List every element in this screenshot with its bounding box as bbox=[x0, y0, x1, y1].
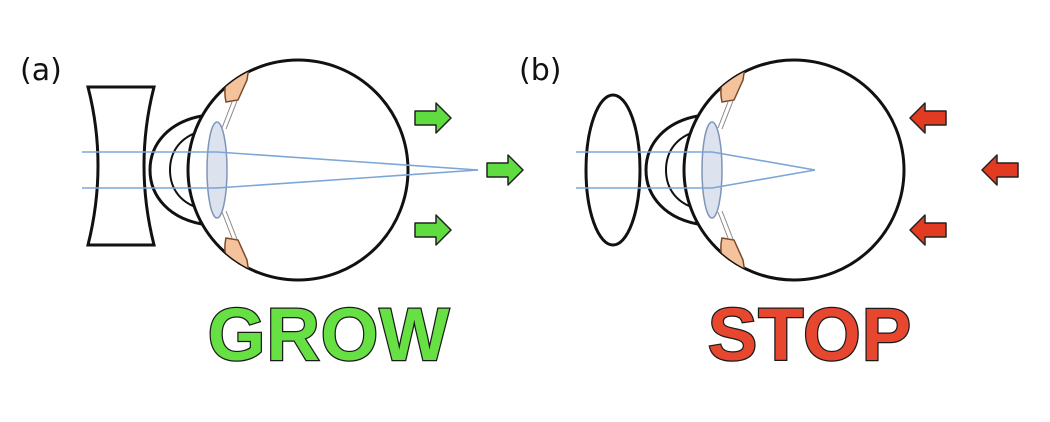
growth-arrow-icon bbox=[414, 214, 452, 246]
growth-arrow-icon bbox=[486, 154, 524, 186]
ray-lower-focus bbox=[711, 169, 816, 189]
panel-b: (b) STOP bbox=[519, 53, 1019, 377]
zonule-bottom bbox=[221, 210, 238, 240]
stop-word: STOP bbox=[708, 293, 912, 376]
ray-upper-focus bbox=[711, 151, 816, 171]
eyeball bbox=[186, 58, 410, 282]
crystalline-lens bbox=[701, 121, 723, 219]
growth-arrow-icon bbox=[414, 102, 452, 134]
zonule-bottom bbox=[717, 210, 734, 240]
panel-a-label: (a) bbox=[20, 53, 62, 88]
stop-arrow-icon bbox=[909, 214, 947, 246]
grow-word: GROW bbox=[208, 293, 450, 376]
stop-arrow-icon bbox=[981, 154, 1019, 186]
panel-b-label: (b) bbox=[519, 53, 561, 88]
ray-lower-focus bbox=[216, 169, 479, 189]
convex-lens bbox=[584, 93, 642, 247]
panel-a: (a) GROW bbox=[20, 53, 524, 377]
eyeball bbox=[682, 58, 906, 282]
zonule-top bbox=[221, 100, 238, 130]
concave-lens bbox=[86, 85, 156, 247]
ray-upper-focus bbox=[216, 151, 479, 171]
crystalline-lens bbox=[206, 121, 228, 219]
stop-arrow-icon bbox=[909, 102, 947, 134]
zonule-top bbox=[717, 100, 734, 130]
